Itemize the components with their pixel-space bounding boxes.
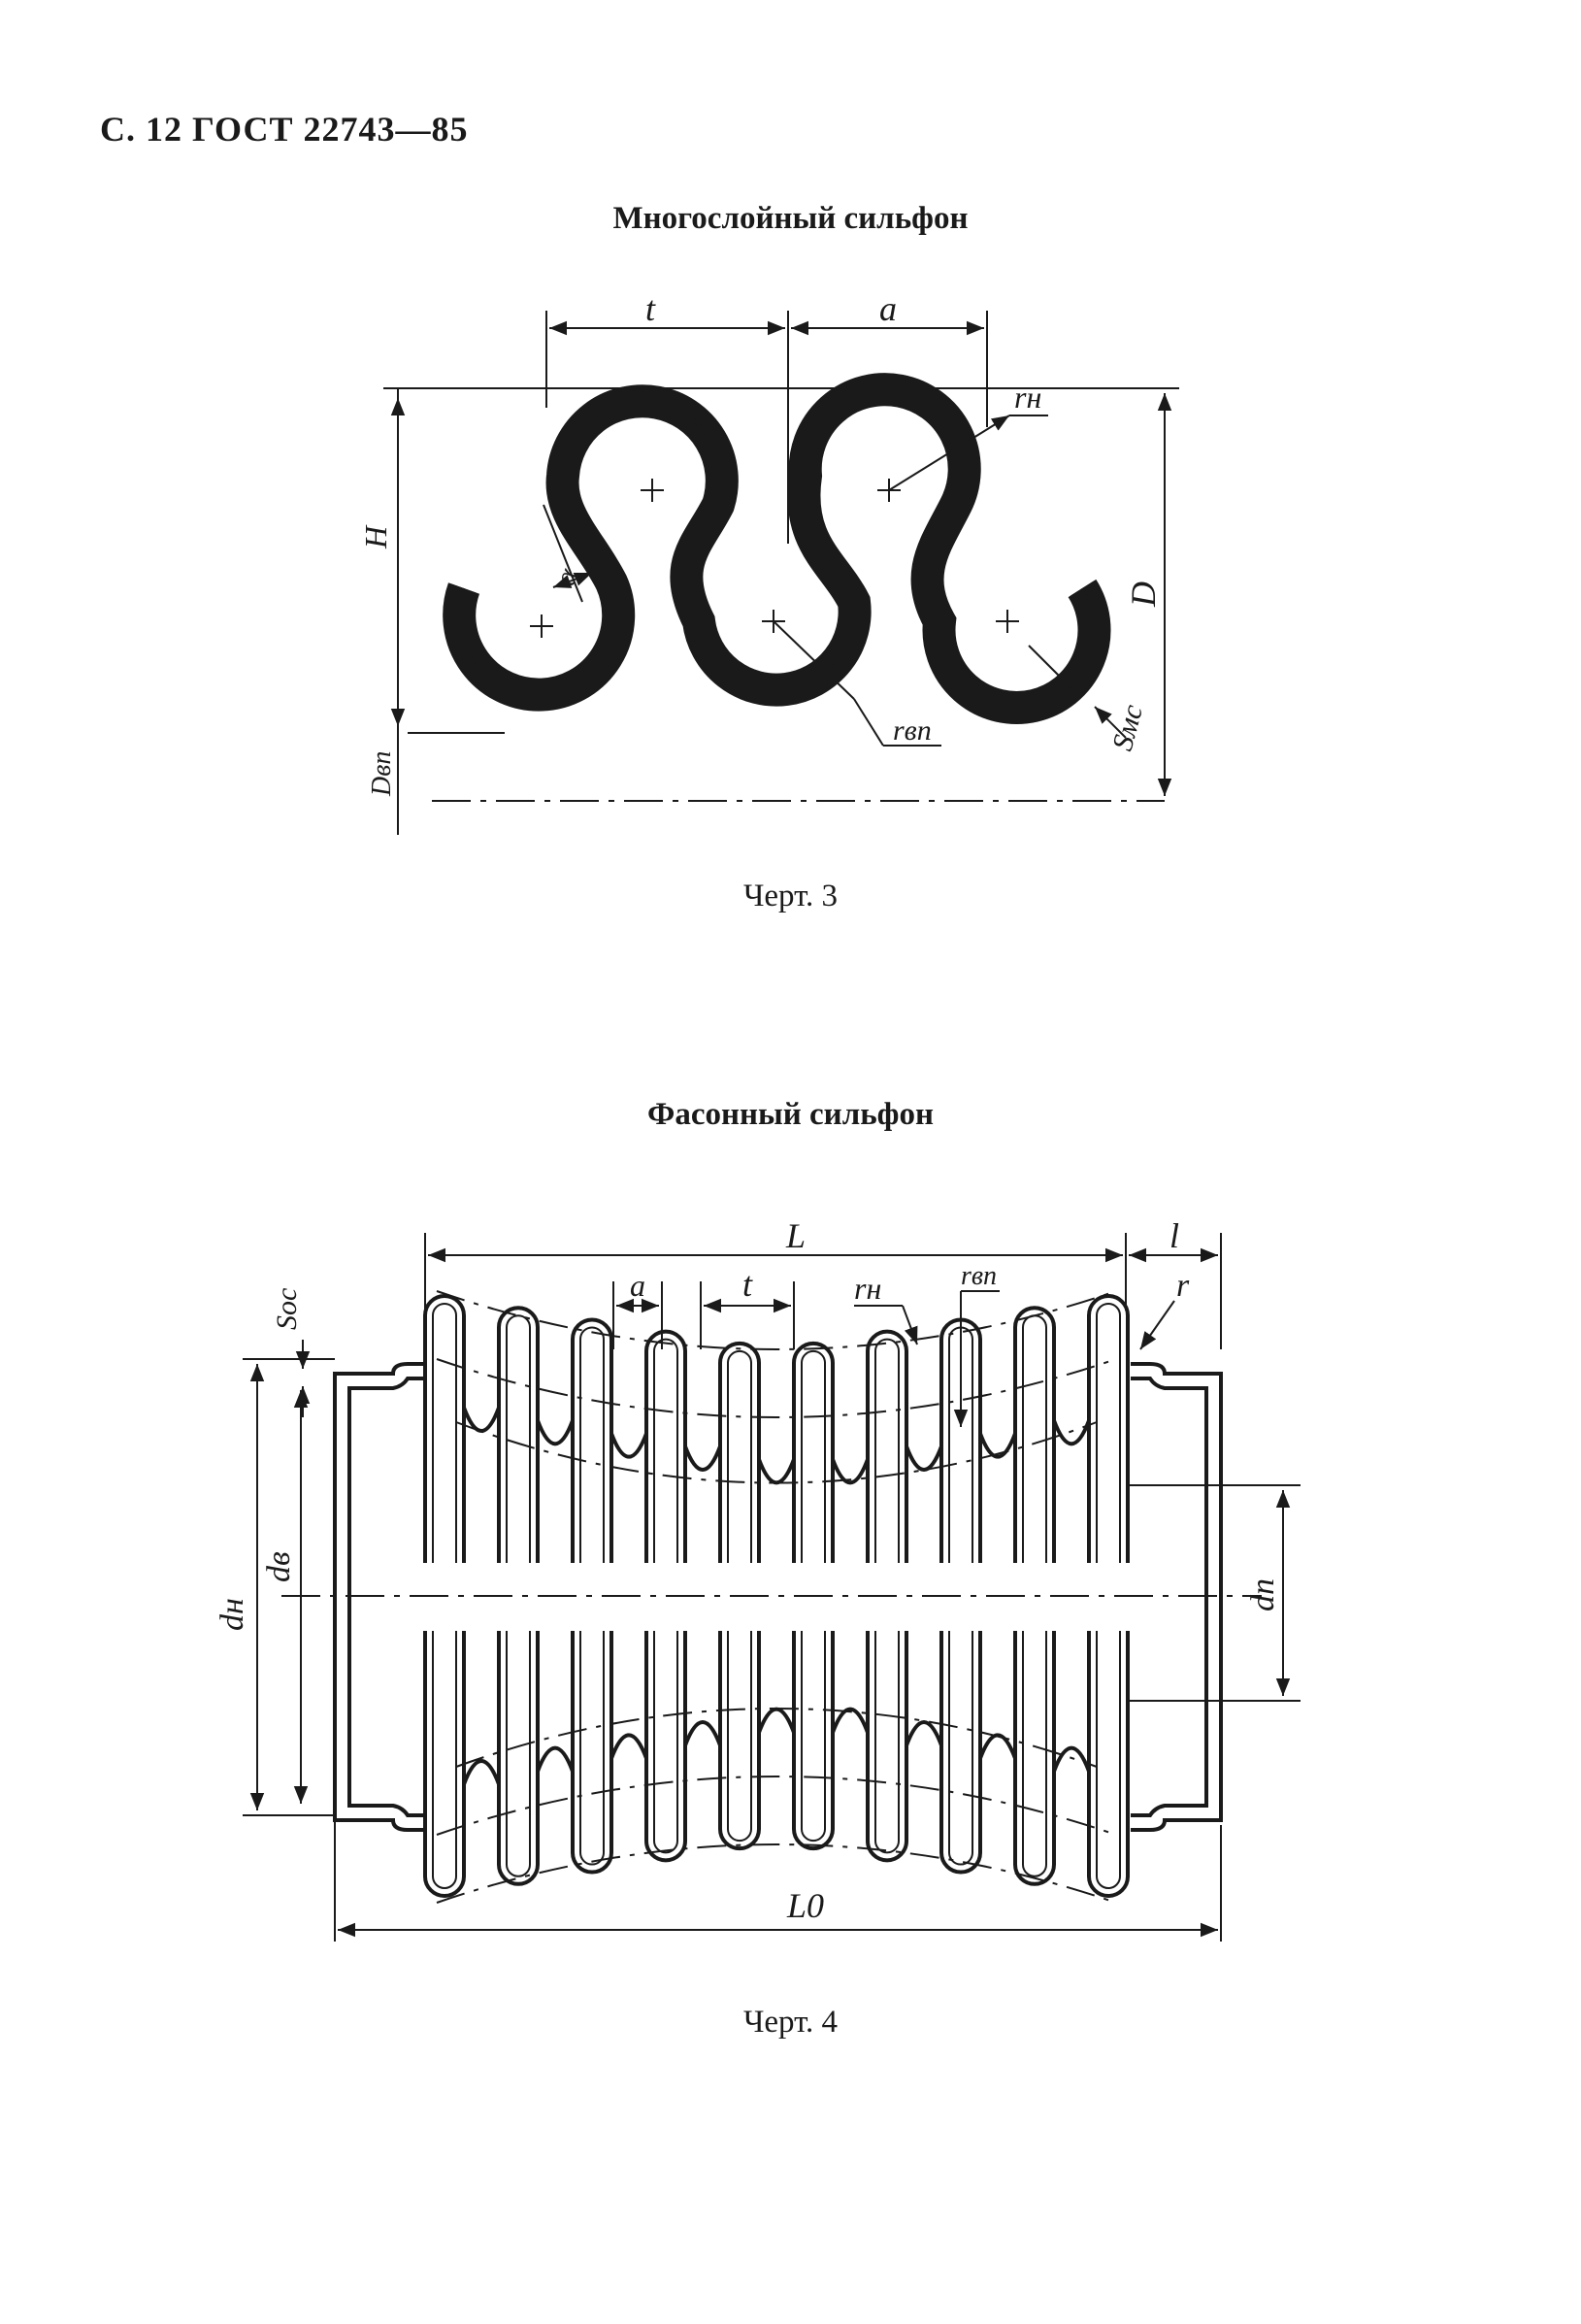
convolution-fold <box>718 1341 761 1563</box>
convolution-fold-inner <box>874 1338 900 1563</box>
label-h: H <box>358 524 393 549</box>
leader-r <box>1139 1300 1175 1350</box>
convolution-valley <box>683 1720 722 1746</box>
convolution-fold <box>866 1631 908 1863</box>
figure-1-caption: Черт. 3 <box>742 879 839 913</box>
convolution-fold <box>571 1317 613 1563</box>
convolution-fold <box>718 1631 761 1851</box>
label-r: r <box>1176 1268 1190 1304</box>
figure-2-title: Фасонный сильфон <box>646 1097 935 1132</box>
convolution-fold <box>1087 1294 1130 1563</box>
convolution-valley <box>536 1745 575 1773</box>
label-a: a <box>879 289 897 328</box>
convolutions-bottom <box>423 1631 1130 1898</box>
convolution-fold <box>497 1631 540 1886</box>
convolution-valley <box>978 1733 1017 1760</box>
convolution-fold-inner <box>506 1631 531 1877</box>
convolution-fold-inner <box>948 1631 973 1866</box>
convolutions-top <box>423 1294 1130 1563</box>
convolution-fold-inner <box>874 1631 900 1854</box>
convolution-valley <box>1052 1745 1091 1773</box>
leader-r-h <box>888 415 1010 491</box>
profile-curves <box>436 1290 1117 1904</box>
label-s-oc: Soc <box>271 1288 303 1330</box>
label-r-vp: rвп <box>961 1261 997 1291</box>
label-l-total: L <box>785 1216 806 1255</box>
convolution-fold <box>792 1341 835 1563</box>
label-r-h: rн <box>1014 380 1041 415</box>
figure-1-drawing: t a rн H α D rвп Sмс Dвп <box>358 289 1179 835</box>
leader-s-mc <box>1028 645 1073 690</box>
convolution-fold-inner <box>506 1314 531 1563</box>
convolution-valley <box>757 1707 796 1734</box>
convolution-fold-inner <box>653 1338 678 1563</box>
label-d-v: dв <box>261 1551 297 1582</box>
convolution-fold-inner <box>579 1326 605 1563</box>
leader-s-mc-2 <box>1094 706 1127 739</box>
page-header: С. 12 ГОСТ 22743—85 <box>100 110 469 149</box>
left-sleeve <box>333 1362 427 1832</box>
convolution-fold-inner <box>727 1631 752 1843</box>
convolution-fold <box>571 1631 613 1875</box>
label-r-h: rн <box>854 1271 881 1306</box>
convolution-fold <box>939 1631 982 1875</box>
label-d-p: dп <box>1245 1578 1281 1611</box>
figure-2-caption: Черт. 4 <box>742 2005 839 2040</box>
leader-r-vp-2 <box>853 698 884 747</box>
convolution-fold <box>423 1294 466 1563</box>
figure-1-title: Многослойный сильфон <box>612 201 969 236</box>
label-t: t <box>645 289 656 328</box>
convolution-fold-inner <box>653 1631 678 1854</box>
convolution-valley <box>905 1720 943 1746</box>
convolution-valley <box>831 1707 870 1734</box>
convolution-fold <box>792 1631 835 1851</box>
convolution-fold <box>497 1306 540 1563</box>
label-d-h: dн <box>214 1598 250 1631</box>
convolution-valley <box>905 1445 943 1472</box>
convolution-fold <box>644 1329 687 1563</box>
leader-r-h <box>902 1305 918 1345</box>
label-d-vp: Dвп <box>367 751 397 797</box>
convolution-fold-inner <box>1096 1303 1121 1563</box>
label-t: t <box>742 1265 753 1304</box>
convolution-fold-inner <box>801 1349 826 1563</box>
convolution-fold-inner <box>432 1303 457 1563</box>
figure-2-drawing: L l Soc a t rн rвп r dн dв dп L0 <box>214 1216 1301 1942</box>
convolution-fold <box>1013 1631 1056 1886</box>
convolution-fold <box>866 1329 908 1563</box>
leader-r-vp <box>773 620 855 700</box>
convolution-fold <box>1087 1631 1130 1898</box>
bellows-profile <box>443 373 1111 724</box>
convolution-fold <box>423 1631 466 1898</box>
convolution-valley <box>1052 1419 1091 1446</box>
convolution-fold-inner <box>727 1349 752 1563</box>
convolution-valley <box>609 1733 648 1760</box>
convolution-valley <box>757 1458 796 1485</box>
convolution-fold <box>1013 1306 1056 1563</box>
convolution-fold-inner <box>1022 1314 1047 1563</box>
convolution-fold-inner <box>432 1631 457 1889</box>
label-d: D <box>1124 581 1163 608</box>
convolution-valley <box>978 1432 1017 1459</box>
convolution-fold-inner <box>801 1631 826 1843</box>
convolution-valley <box>831 1458 870 1485</box>
convolution-valley <box>609 1432 648 1459</box>
pitch-extension-lines <box>612 1281 795 1349</box>
label-alpha: α <box>549 563 585 589</box>
label-r-vp: rвп <box>893 714 932 747</box>
label-l0: L0 <box>786 1886 824 1925</box>
label-l-end: l <box>1169 1216 1179 1255</box>
right-sleeve <box>1131 1362 1223 1832</box>
convolution-valley <box>462 1759 501 1785</box>
alpha-arc <box>552 572 593 588</box>
label-s-mc: Sмс <box>1106 701 1149 753</box>
convolution-fold-inner <box>1096 1631 1121 1889</box>
label-a: a <box>630 1268 645 1303</box>
convolution-fold <box>644 1631 687 1863</box>
convolution-fold-inner <box>579 1631 605 1866</box>
convolution-valley <box>683 1445 722 1472</box>
convolution-valley <box>536 1419 575 1446</box>
convolution-fold-inner <box>1022 1631 1047 1877</box>
